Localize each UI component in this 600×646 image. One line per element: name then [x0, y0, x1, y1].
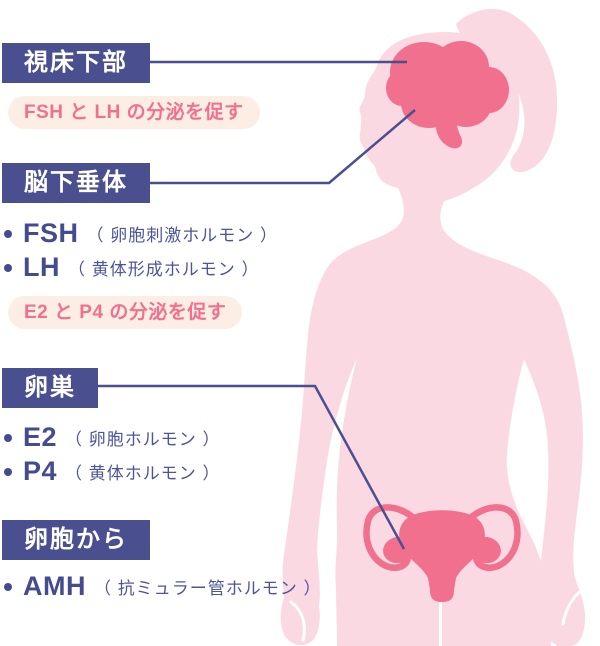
hormone-row-amh: AMH （ 抗ミュラー管ホルモン ）: [4, 571, 321, 602]
right-hand-crease: [561, 586, 586, 626]
label-hypothalamus: 視床下部: [2, 43, 150, 83]
brain-icon: [386, 41, 509, 149]
ovary-left: [383, 536, 413, 564]
hormone-row-lh: LH （ 黄体形成ホルモン ）: [4, 252, 259, 283]
connector-lines: [92, 60, 416, 550]
ovary-right: [471, 536, 501, 564]
hormone-desc: （ 卵胞ホルモン ）: [65, 430, 221, 449]
bullet-icon: [4, 582, 12, 591]
note-hypothalamus: FSH と LH の分泌を促す: [8, 96, 260, 129]
hormone-abbr: LH: [23, 252, 60, 282]
label-ovary: 卵巣: [2, 368, 98, 408]
fallopian-tube-left: [363, 504, 420, 571]
uterus-body: [399, 510, 485, 602]
note-pituitary: E2 と P4 の分泌を促す: [8, 296, 243, 329]
hormone-row-fsh: FSH （ 卵胞刺激ホルモン ）: [4, 218, 278, 249]
hormone-row-p4: P4 （ 黄体ホルモン ）: [4, 456, 220, 487]
hormone-abbr: AMH: [23, 571, 86, 601]
hormone-abbr: P4: [23, 456, 58, 486]
connector-ovary: [92, 384, 406, 550]
label-follicle: 卵胞から: [2, 520, 150, 560]
uterus-icon: [363, 504, 521, 602]
hormone-desc: （ 黄体形成ホルモン ）: [68, 260, 260, 279]
hormone-desc: （ 卵胞刺激ホルモン ）: [86, 226, 278, 245]
bullet-icon: [4, 433, 12, 442]
hormone-desc: （ 抗ミュラー管ホルモン ）: [94, 579, 322, 598]
body-silhouette: [280, 32, 586, 646]
hormone-abbr: E2: [23, 422, 58, 452]
hormone-desc: （ 黄体ホルモン ）: [65, 464, 221, 483]
bullet-icon: [4, 263, 12, 272]
connector-pituitary: [150, 109, 416, 185]
label-pituitary: 脳下垂体: [2, 163, 150, 203]
fallopian-tube-right: [464, 504, 521, 571]
hormone-row-e2: E2 （ 卵胞ホルモン ）: [4, 422, 220, 453]
hormone-abbr: FSH: [23, 218, 79, 248]
bullet-icon: [4, 467, 12, 476]
bullet-icon: [4, 229, 12, 238]
left-hand-crease: [289, 600, 306, 642]
